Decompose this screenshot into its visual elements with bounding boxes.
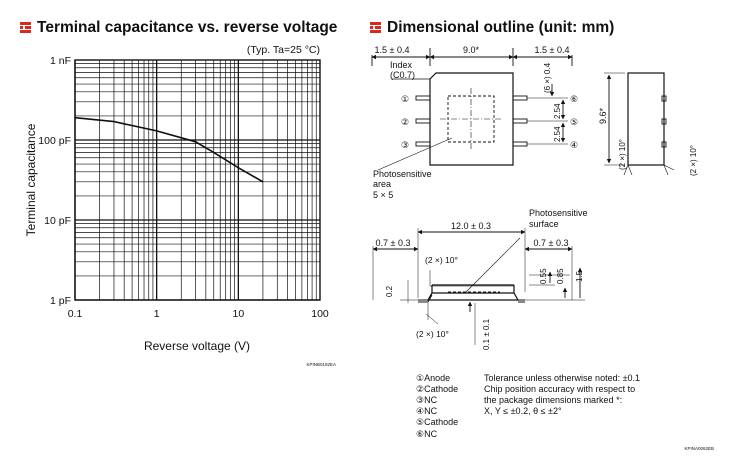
capacitance-curve: [74, 116, 264, 183]
dim-pitch-2: 2.54: [553, 126, 562, 142]
capacitance-chart: 0.1 1 10 100 1 pF 10 pF 100 pF 1 nF (Typ. Ta=2…: [24, 44, 336, 367]
legend-item: ⑥NC: [416, 429, 438, 439]
x-axis-label: Reverse voltage (V): [144, 339, 250, 353]
x-tick-label: 100: [311, 308, 329, 320]
outline-top-labels: 1.5 ± 0.4 9.0* 1.5 ± 0.4 Index (C0.7) ① …: [373, 45, 578, 200]
dim-top-center: 9.0*: [463, 45, 480, 55]
chart-code: KPINB0192EA: [306, 362, 336, 367]
dim-angle-top: (2 ×) 10°: [425, 255, 458, 265]
dim-top-left: 1.5 ± 0.4: [375, 45, 410, 55]
dim-angle-a: (2 ×) 10°: [618, 139, 627, 170]
dim-1-5: 1.5: [575, 270, 584, 282]
index-value: (C0.7): [390, 70, 415, 80]
pin-4: ④: [570, 140, 578, 150]
legend-item: ④NC: [416, 406, 438, 416]
outline-code: KPINA0062EB: [684, 446, 714, 451]
dim-angle-bottom: (2 ×) 10°: [416, 329, 449, 339]
dim-length: 12.0 ± 0.3: [451, 221, 491, 231]
chart-title-text: Terminal capacitance vs. reverse voltage: [37, 19, 338, 36]
pin-5: ⑤: [570, 117, 578, 127]
note-line: Chip position accuracy with respect to: [484, 384, 635, 394]
chart-section-title: Terminal capacitance vs. reverse voltage: [20, 19, 337, 37]
dim-right-lead: 0.7 ± 0.3: [534, 238, 569, 248]
pin-6: ⑥: [570, 94, 578, 104]
outline-title-text: Dimensional outline (unit: mm): [387, 19, 615, 36]
outline-cross-section: [372, 228, 585, 345]
pin-1: ①: [401, 94, 409, 104]
photosensitive-area-label-3: 5 × 5: [373, 190, 393, 200]
index-label: Index: [390, 60, 413, 70]
outline-section-labels: 12.0 ± 0.3 0.7 ± 0.3 0.7 ± 0.3 Photosens…: [376, 208, 588, 350]
dim-lead-thickness: 0.2: [385, 285, 394, 297]
outline-top-view: [371, 48, 573, 171]
outline-section-title: Dimensional outline (unit: mm): [370, 19, 614, 37]
section-marker-icon: [20, 22, 31, 33]
outline-side-view: [604, 72, 675, 176]
chart-grid: [74, 60, 320, 301]
dim-pitch-1: 2.54: [553, 103, 562, 119]
dim-lead-width: (6 ×) 0.4: [543, 62, 552, 93]
outline-side-labels: 9.6* (2 ×) 10° (2 ×) 10°: [598, 107, 698, 176]
note-line: Tolerance unless otherwise noted: ±0.1: [484, 373, 640, 383]
plot-frame: [74, 59, 321, 301]
legend-item: ⑤Cathode: [416, 417, 458, 427]
legend-item: ①Anode: [416, 373, 450, 383]
pin-2: ②: [401, 117, 409, 127]
y-tick-label: 10 pF: [44, 215, 71, 227]
photosensitive-area-label-2: area: [373, 179, 391, 189]
y-tick-label: 1 nF: [50, 55, 71, 67]
legend-item: ②Cathode: [416, 384, 458, 394]
y-axis-label: Terminal capacitance: [24, 123, 38, 236]
dim-left-lead: 0.7 ± 0.3: [376, 238, 411, 248]
x-tick-label: 0.1: [68, 308, 83, 320]
dim-0-85: 0.85: [556, 268, 565, 284]
photosensitive-surface-label-1: Photosensitive: [529, 208, 588, 218]
dim-0-1: 0.1 ± 0.1: [482, 318, 491, 350]
photosensitive-surface-label-2: surface: [529, 219, 559, 229]
outline-notes: Tolerance unless otherwise noted: ±0.1 C…: [484, 373, 640, 416]
y-tick-label: 1 pF: [50, 295, 71, 307]
dim-height: 9.6*: [598, 107, 608, 124]
x-tick-label: 1: [154, 308, 160, 320]
dim-angle-b: (2 ×) 10°: [689, 145, 698, 176]
note-line: X, Y ≤ ±0.2, θ ≤ ±2°: [484, 406, 562, 416]
section-marker-icon: [370, 22, 381, 33]
dim-0-55: 0.55: [539, 268, 548, 284]
x-tick-label: 10: [232, 308, 244, 320]
photosensitive-area-label-1: Photosensitive: [373, 169, 432, 179]
pin-legend: ①Anode ②Cathode ③NC ④NC ⑤Cathode ⑥NC: [416, 373, 458, 439]
chart-condition: (Typ. Ta=25 °C): [247, 44, 320, 56]
dim-top-right: 1.5 ± 0.4: [535, 45, 570, 55]
pin-3: ③: [401, 140, 409, 150]
legend-item: ③NC: [416, 395, 438, 405]
y-tick-label: 100 pF: [38, 135, 71, 147]
note-line: the package dimensions marked *:: [484, 395, 622, 405]
